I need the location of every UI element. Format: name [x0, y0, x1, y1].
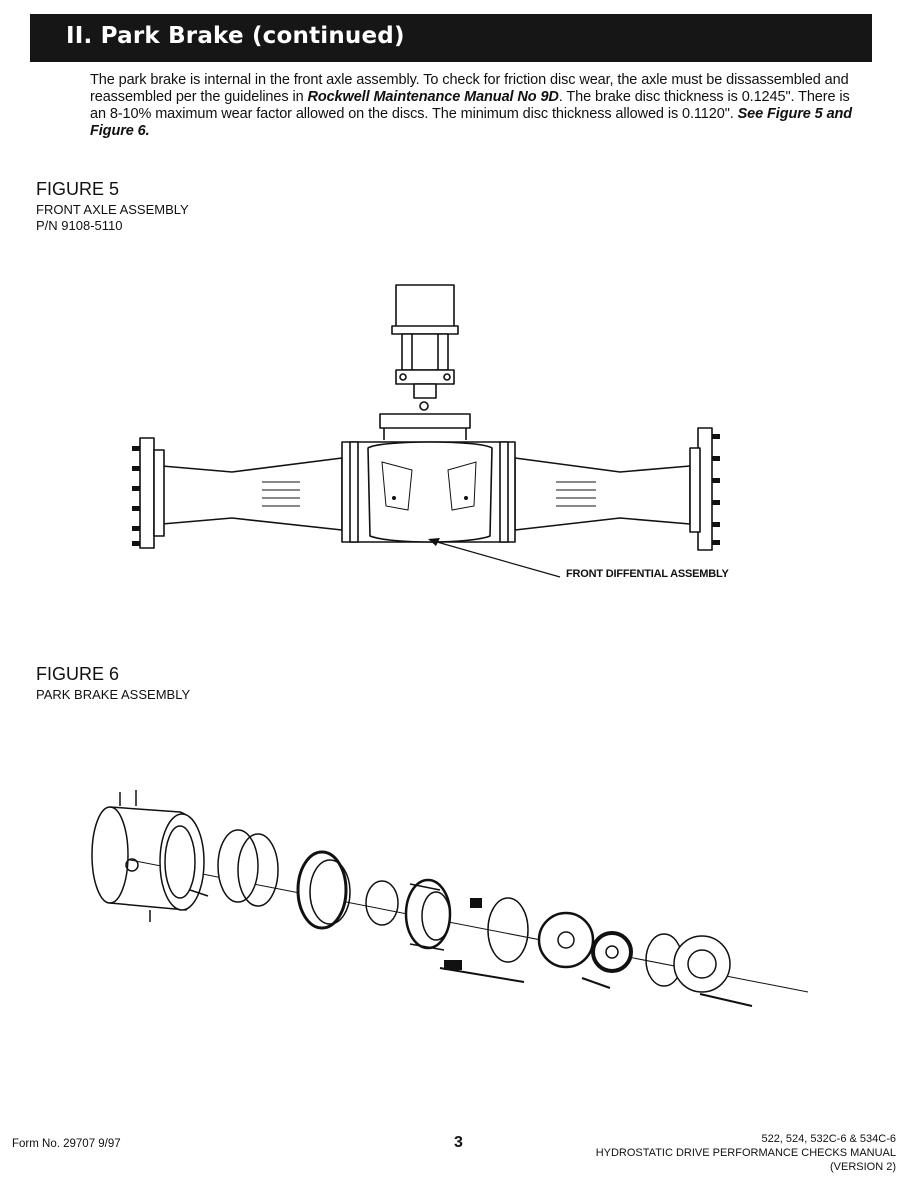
manual-reference: Rockwell Maintenance Manual No 9D: [307, 89, 559, 105]
figure-reference: See Figure 5 and Figure 6.: [90, 106, 853, 139]
figure5-subtitle: FRONT AXLE ASSEMBLY: [36, 202, 189, 217]
motor-top: [395, 284, 455, 328]
footer-manual-title: HYDROSTATIC DRIVE PERFORMANCE CHECKS MAN…: [595, 1147, 896, 1159]
figure6-title: FIGURE 6: [36, 664, 120, 684]
form-number: Form No. 29707 9/97: [12, 1138, 121, 1150]
left-axle-tube: [161, 457, 343, 531]
section-title: II. Park Brake (continued): [66, 23, 405, 49]
page-number: 3: [454, 1134, 463, 1151]
callout-leader: [429, 539, 561, 578]
figure5-part-number: P/N 9108-5110: [36, 218, 123, 233]
intro-text-2: . The brake disc thickness is 0.1245". T…: [90, 89, 850, 122]
footer-version: (VERSION 2): [829, 1161, 896, 1173]
footer-manual-info: 522, 524, 532C-6 & 534C-6 HYDROSTATIC DR…: [596, 1132, 896, 1174]
left-flange: [139, 437, 155, 549]
figure6-subtitle: PARK BRAKE ASSEMBLY: [36, 687, 191, 702]
right-axle-tube: [514, 457, 691, 531]
figure5-title: FIGURE 5: [36, 179, 120, 199]
park-brake-drawing: [91, 790, 809, 1007]
intro-text-1: The park brake is internal in the front …: [90, 72, 849, 105]
section-header-bar: II. Park Brake (continued): [30, 14, 872, 62]
footer-models: 522, 524, 532C-6 & 534C-6: [761, 1133, 896, 1145]
front-differential-callout: FRONT DIFFENTIAL ASSEMBLY: [566, 568, 729, 580]
intro-paragraph: The park brake is internal in the front …: [90, 72, 868, 140]
